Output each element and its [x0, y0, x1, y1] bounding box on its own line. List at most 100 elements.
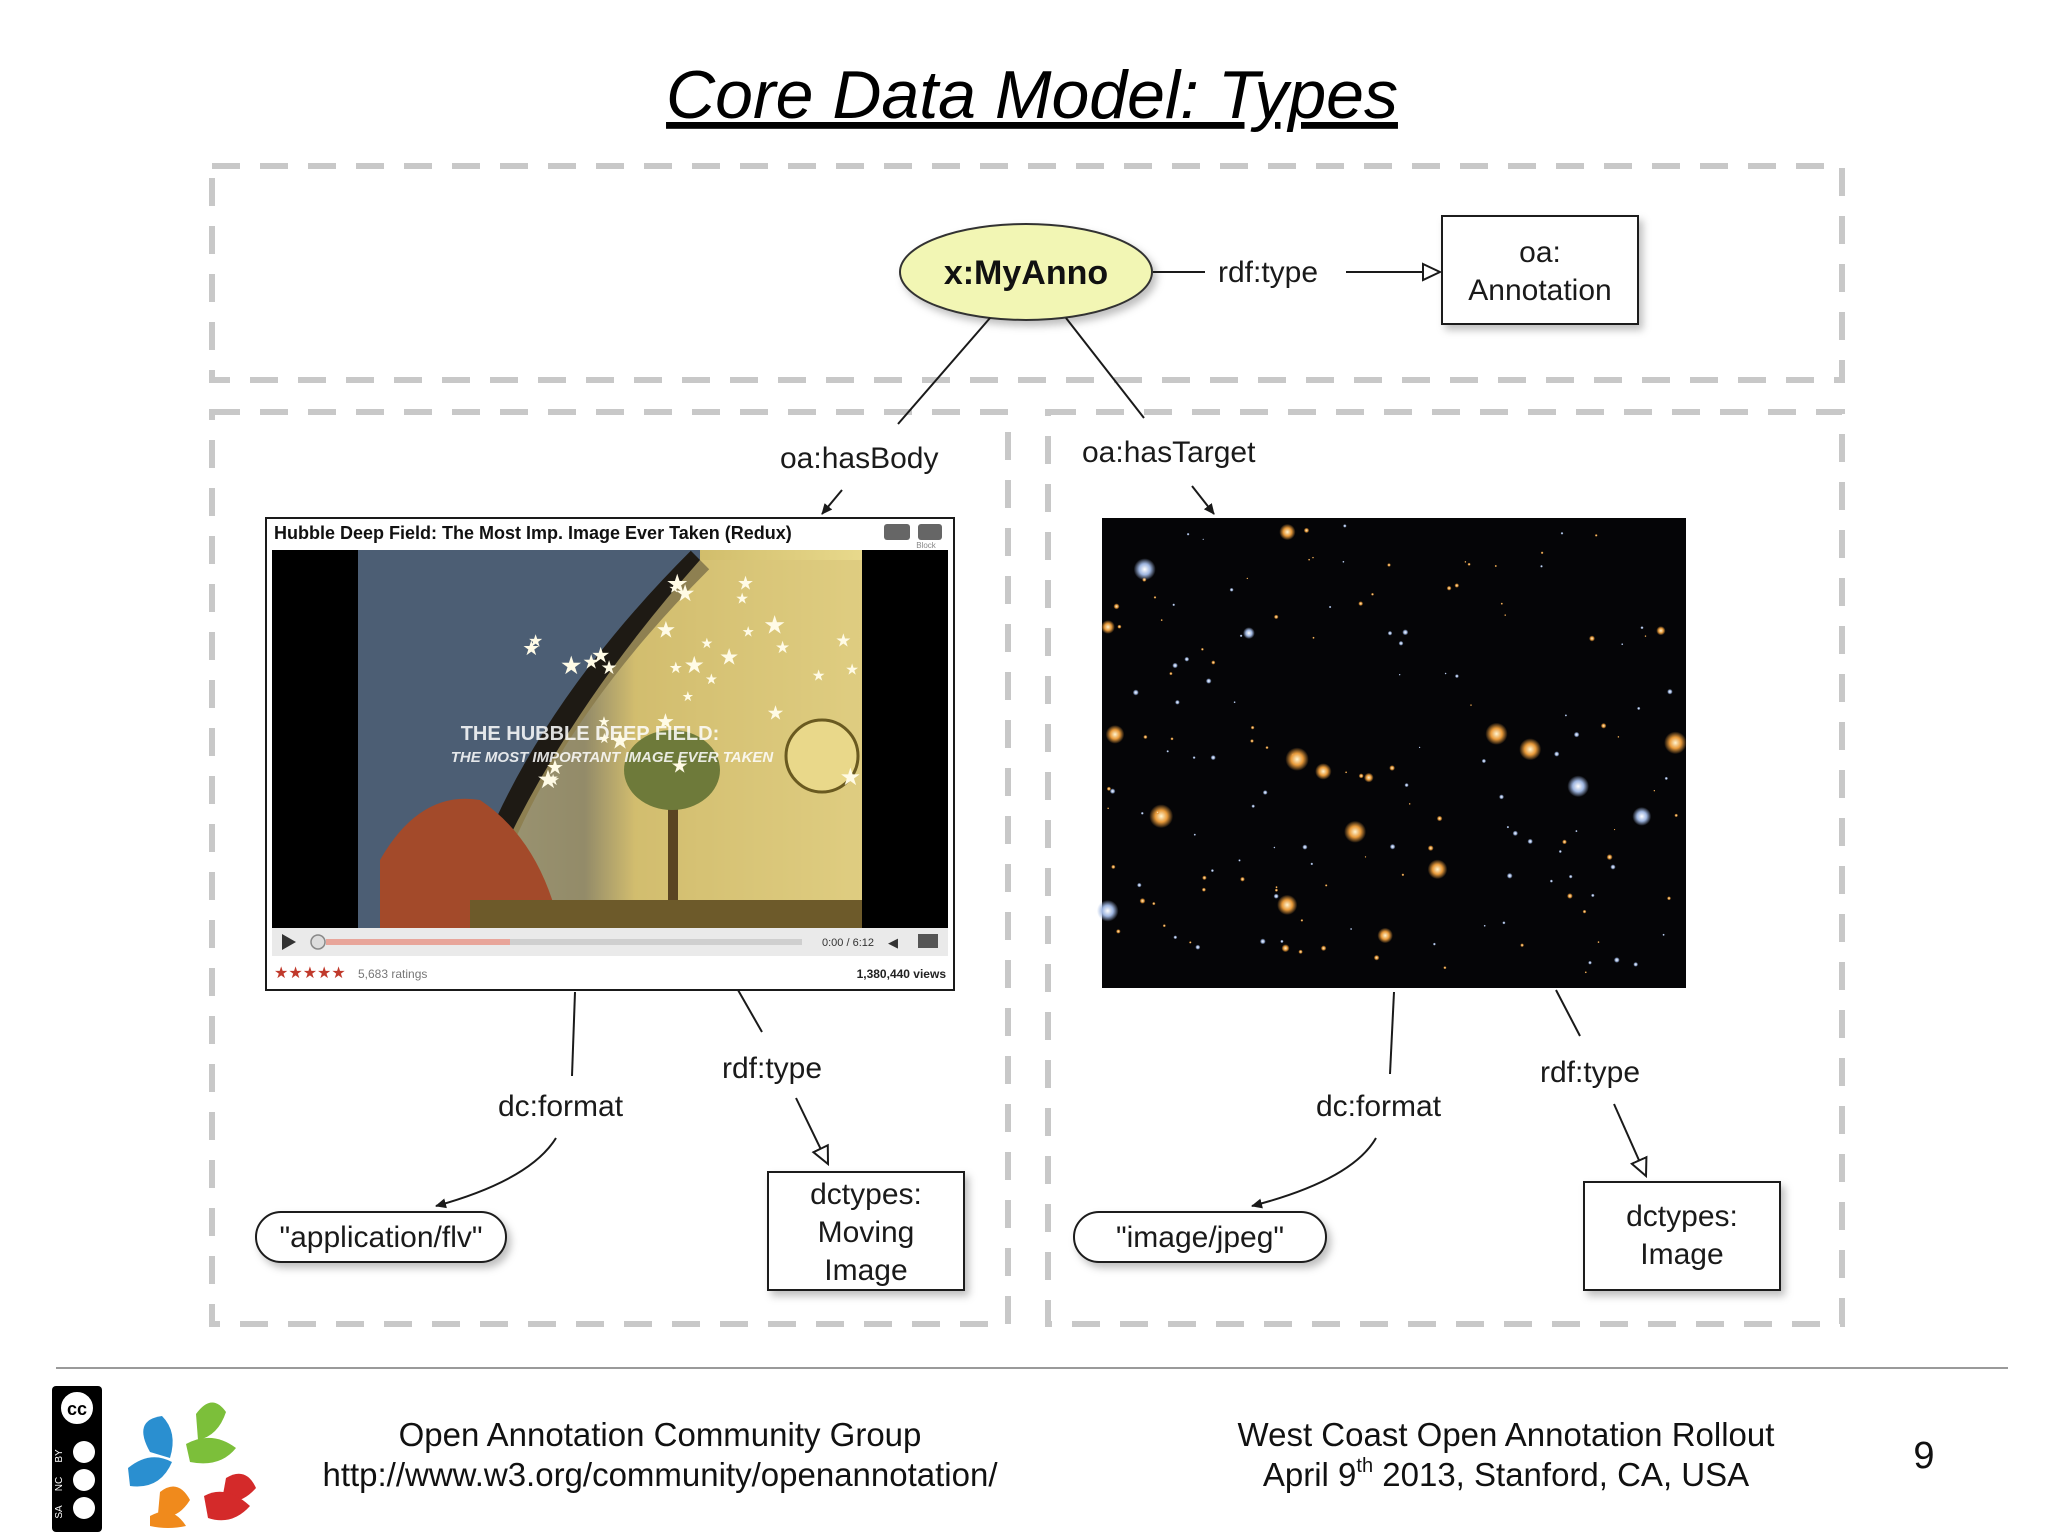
annotation-node-label: x:MyAnno [944, 254, 1108, 292]
body-format-line-a [571, 991, 576, 1077]
galaxy-dot [1591, 893, 1595, 898]
galaxy-dot [1613, 828, 1616, 831]
volume-icon[interactable]: ◀︎ [888, 935, 898, 950]
galaxy-dot [1280, 939, 1284, 944]
galaxy-dot [1427, 859, 1448, 880]
galaxy-dot [1116, 929, 1121, 934]
galaxy-dot [1656, 626, 1666, 636]
galaxy-dot [1610, 864, 1616, 870]
galaxy-dot [1427, 845, 1434, 851]
engraving-star: ★ [705, 672, 718, 688]
galaxy-dot [1540, 551, 1544, 555]
galaxy-dot [1446, 585, 1452, 591]
galaxy-dot [1233, 701, 1236, 704]
galaxy-dot [1584, 971, 1587, 974]
engraving-star: ★ [546, 757, 564, 779]
galaxy-dot [1155, 810, 1160, 815]
galaxy-dot [1481, 758, 1487, 764]
galaxy-dot [1387, 630, 1393, 636]
galaxy-dot [1239, 634, 1243, 638]
share-icon[interactable] [884, 524, 910, 540]
engraving-star: ★ [719, 644, 739, 669]
page-number: 9 [1913, 1435, 1934, 1477]
galaxy-field [1096, 523, 1687, 974]
target-type-line1: dctypes: [1626, 1200, 1738, 1233]
galaxy-dot [1387, 563, 1391, 567]
engraving-star: ★ [675, 580, 696, 606]
engraving-star: ★ [669, 660, 683, 677]
video-overlay-line1: THE HUBBLE DEEP FIELD: [461, 723, 720, 745]
galaxy-dot [1401, 873, 1405, 877]
galaxy-dot [1588, 960, 1592, 965]
event-date-pre: April 9 [1263, 1456, 1357, 1493]
engraving-star: ★ [767, 702, 785, 724]
engraving-image: THE HUBBLE DEEP FIELD: THE MOST IMPORTAN… [358, 550, 862, 932]
has-target-line [1065, 317, 1145, 419]
galaxy-dot [1113, 603, 1120, 610]
galaxy-dot [1096, 900, 1119, 922]
target-type-line-b [1613, 1103, 1646, 1176]
galaxy-dot [1160, 619, 1163, 622]
galaxy-dot [1195, 944, 1201, 950]
license-nc-label: NC [54, 1477, 65, 1491]
target-type-line2: Image [1640, 1238, 1723, 1271]
popout-icon[interactable] [918, 524, 942, 540]
engraving-star: ★ [701, 636, 714, 652]
rating-stars[interactable]: ★★★★★ [274, 965, 346, 982]
annotation-node: x:MyAnno [899, 223, 1153, 321]
galaxy-dot [1540, 564, 1543, 568]
seek-handle[interactable] [310, 934, 326, 950]
cc-license-badge[interactable]: cc BY NC SA [52, 1386, 102, 1532]
video-header-buttons[interactable]: Block [884, 524, 942, 550]
galaxy-dot [1454, 674, 1459, 679]
galaxy-dot [1606, 854, 1613, 861]
engraving-star: ★ [763, 611, 786, 639]
galaxy-dot [1575, 829, 1578, 833]
galaxy-dot [1153, 596, 1157, 599]
galaxy-dot [1674, 813, 1678, 818]
body-format-value: "application/flv" [279, 1221, 482, 1254]
has-body-label: oa:hasBody [780, 442, 938, 475]
galaxy-dot [1506, 872, 1513, 879]
body-type-line-b [795, 1097, 828, 1164]
body-format-value-node: "application/flv" [255, 1211, 507, 1263]
play-icon[interactable] [282, 934, 296, 950]
galaxy-dot [1485, 722, 1508, 745]
galaxy-dot [1364, 856, 1367, 858]
galaxy-dot [1107, 807, 1110, 810]
galaxy-dot [1502, 921, 1506, 925]
views-count: 1,380,440 views [857, 967, 947, 981]
galaxy-dot [1111, 864, 1116, 870]
galaxy-dot [1573, 731, 1580, 738]
has-body-line [897, 317, 991, 425]
galaxy-dot [1667, 896, 1671, 901]
annotation-region [209, 163, 1845, 383]
galaxy-dot [1664, 776, 1669, 781]
galaxy-dot [1302, 844, 1308, 850]
video-player[interactable]: Hubble Deep Field: The Most Imp. Image E… [265, 517, 955, 991]
body-type-box: dctypes: Moving Image [767, 1171, 965, 1291]
block-label: Block [916, 541, 937, 550]
engraving-star: ★ [775, 638, 790, 657]
galaxy-dot [1320, 945, 1327, 951]
galaxy-dot [1169, 671, 1173, 676]
footer-event-date: April 9th 2013, Stanford, CA, USA [1263, 1455, 1749, 1493]
galaxy-dot [1109, 788, 1116, 794]
engraving-star: ★ [537, 766, 560, 794]
engraving-star: ★ [812, 667, 826, 684]
galaxy-dot [1312, 636, 1315, 639]
license-sa-label: SA [54, 1505, 65, 1519]
target-format-value: "image/jpeg" [1116, 1221, 1284, 1254]
has-target-label: oa:hasTarget [1082, 436, 1256, 469]
nc-icon [73, 1469, 95, 1491]
engraving-star: ★ [669, 582, 680, 596]
galaxy-dot [1162, 924, 1166, 928]
footer-group-url[interactable]: http://www.w3.org/community/openannotati… [322, 1456, 998, 1493]
seek-track[interactable] [326, 939, 802, 945]
galaxy-dot [1562, 839, 1567, 845]
slide-title: Core Data Model: Types [666, 57, 1398, 133]
deep-field-image[interactable] [1096, 518, 1687, 988]
galaxy-dot [1499, 794, 1504, 800]
fullscreen-icon[interactable] [918, 934, 938, 948]
galaxy-dot [1594, 534, 1598, 537]
